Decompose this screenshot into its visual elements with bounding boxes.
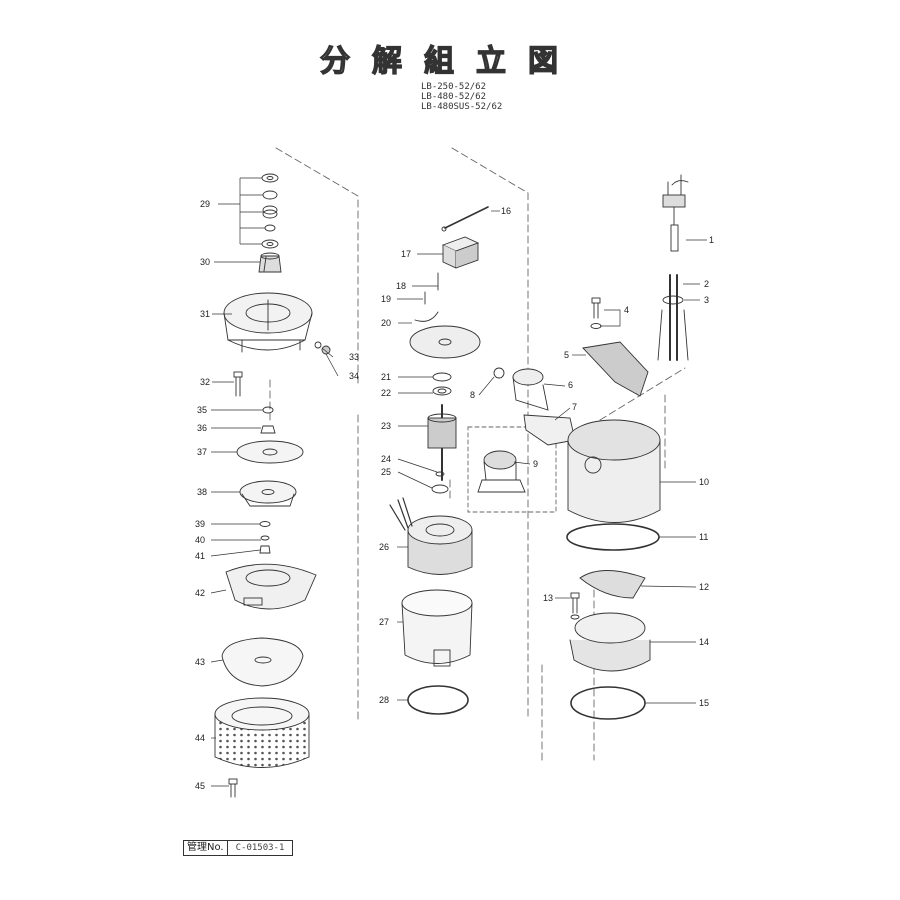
part-42-casing (225, 563, 317, 610)
part-label-25: 25 (381, 467, 392, 477)
part-28-o-ring (407, 685, 469, 715)
part-12-cover (579, 570, 646, 599)
management-number-value: C-01503-1 (235, 843, 285, 853)
part-26-stator (389, 497, 473, 575)
management-number-label: 管理No. (184, 841, 228, 855)
part-35-washer (262, 406, 274, 414)
part-40-washer (260, 535, 270, 541)
part-label-10: 10 (699, 477, 710, 487)
part-label-36: 36 (197, 423, 208, 433)
part-label-16: 16 (501, 206, 512, 216)
part-label-17: 17 (401, 249, 412, 259)
part-label-2: 2 (704, 279, 710, 289)
part-label-5: 5 (564, 350, 570, 360)
part-24-ring (435, 471, 445, 477)
part-13-bolt (570, 592, 580, 620)
part-16-cable (441, 206, 489, 232)
part-15-ring (570, 686, 646, 720)
part-44-strainer (214, 697, 310, 768)
model-name: LB-480-52/62 (421, 92, 487, 102)
part-label-29: 29 (200, 199, 211, 209)
part-29-seal-stack (261, 173, 279, 249)
part-17-box (441, 236, 480, 269)
part-label-35: 35 (197, 405, 208, 415)
part-label-26: 26 (379, 542, 390, 552)
part-label-34: 34 (349, 371, 360, 381)
part-label-15: 15 (699, 698, 710, 708)
part-22-bearing (432, 386, 452, 396)
part-label-11: 11 (699, 532, 709, 542)
part-label-32: 32 (200, 377, 211, 387)
part-11-o-ring (566, 523, 660, 551)
part-6-elbow (512, 368, 549, 411)
part-5-handle (582, 341, 649, 397)
part-label-24: 24 (381, 454, 392, 464)
part-45-bolt (228, 778, 238, 798)
part-label-23: 23 (381, 421, 392, 431)
part-8-plug (493, 367, 505, 379)
part-37-disc (236, 440, 304, 464)
drawing-title: 分解組立図 (319, 43, 580, 79)
part-label-37: 37 (197, 447, 208, 457)
part-43-plate (221, 637, 304, 687)
part-label-21: 21 (381, 372, 392, 382)
part-label-13: 13 (543, 593, 554, 603)
part-38-impeller (239, 480, 297, 507)
part-label-8: 8 (470, 390, 476, 400)
model-list: LB-250-52/62 LB-480-52/62 LB-480SUS-52/6… (421, 82, 502, 112)
part-label-7: 7 (572, 402, 578, 412)
part-label-44: 44 (195, 733, 206, 743)
model-name: LB-250-52/62 (421, 82, 487, 92)
part-41-nut (259, 545, 271, 554)
part-20-plate (409, 311, 481, 359)
part-31-bracket (223, 292, 313, 353)
part-label-22: 22 (381, 388, 392, 398)
part-label-18: 18 (396, 281, 407, 291)
part-33-34-fittings (314, 341, 331, 355)
part-36-nut (260, 425, 276, 434)
part-label-9: 9 (533, 459, 539, 469)
part-32-bolt (233, 371, 243, 397)
part-label-20: 20 (381, 318, 392, 328)
part-4-bolt-washer (590, 297, 602, 329)
part-label-39: 39 (195, 519, 206, 529)
part-label-40: 40 (195, 535, 206, 545)
part-1-float-switch (662, 174, 689, 252)
part-label-12: 12 (699, 582, 710, 592)
part-label-19: 19 (381, 294, 392, 304)
part-14-oil-housing (569, 612, 651, 672)
part-9-adapter (477, 450, 526, 493)
assembly-axis-lines (269, 147, 686, 761)
part-label-1: 1 (709, 235, 715, 245)
part-label-30: 30 (200, 257, 211, 267)
management-number-box: 管理No. C-01503-1 (183, 840, 294, 856)
model-name: LB-480SUS-52/62 (421, 102, 503, 112)
part-27-housing (401, 589, 473, 667)
part-label-38: 38 (197, 487, 208, 497)
part-30-cap (258, 252, 282, 273)
part-label-45: 45 (195, 781, 206, 791)
part-10-motor-casing (567, 419, 661, 523)
part-label-43: 43 (195, 657, 206, 667)
part-label-31: 31 (200, 309, 211, 319)
part-label-42: 42 (195, 588, 206, 598)
part-label-14: 14 (699, 637, 710, 647)
part-label-41: 41 (195, 551, 206, 561)
part-label-6: 6 (568, 380, 574, 390)
part-2-3-cable-gland (657, 274, 689, 361)
part-label-3: 3 (704, 295, 710, 305)
part-25-bearing (431, 484, 449, 494)
leader-lines (210, 177, 707, 787)
part-label-4: 4 (624, 305, 630, 315)
part-39-washer (259, 521, 271, 527)
part-21-ring (432, 372, 452, 382)
part-7-gasket (523, 414, 576, 446)
part-23-rotor (427, 404, 457, 481)
part-label-27: 27 (379, 617, 390, 627)
part-label-33: 33 (349, 352, 360, 362)
part-label-28: 28 (379, 695, 390, 705)
